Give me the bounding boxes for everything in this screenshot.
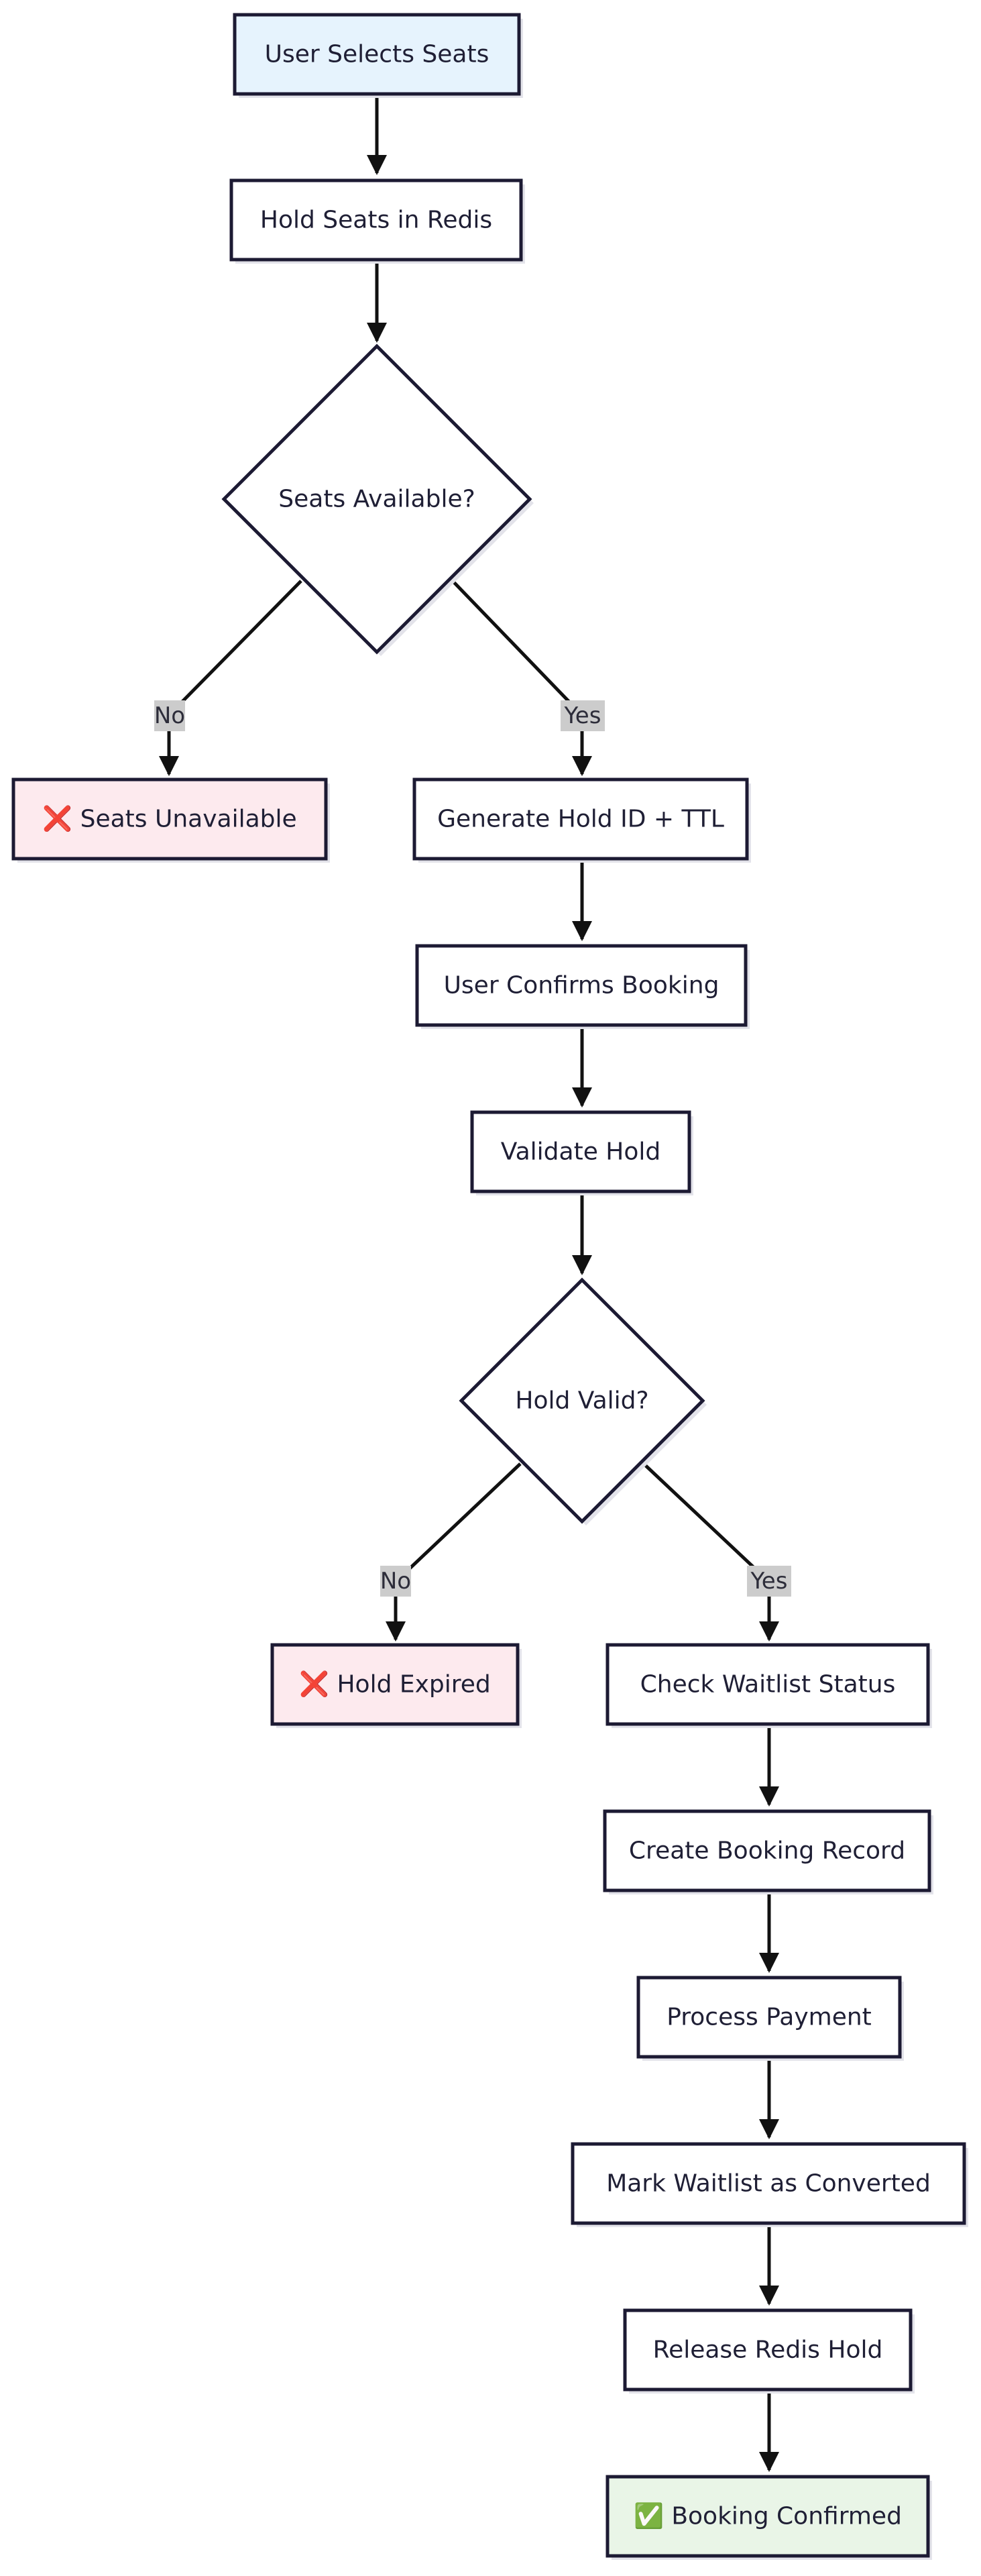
edge-label-seats-yes: Yes <box>561 700 605 731</box>
node-confirm-booking: User Confirms Booking <box>415 944 750 1029</box>
edge-label-seats-yes-text: Yes <box>564 702 601 729</box>
edge-label-hold-yes: Yes <box>747 1566 791 1597</box>
edge-available-yes <box>451 580 592 776</box>
node-check-waitlist-label: Check Waitlist Status <box>640 1671 896 1699</box>
node-create-record-label: Create Booking Record <box>629 1837 905 1865</box>
edge-label-seats-no: No <box>154 700 185 731</box>
edge-label-hold-no: No <box>380 1566 411 1597</box>
node-validate-hold-label: Validate Hold <box>501 1138 660 1166</box>
node-select-seats: User Selects Seats <box>233 13 523 98</box>
node-generate-hold-label: Generate Hold ID + TTL <box>437 806 724 833</box>
node-hold-seats: Hold Seats in Redis <box>229 178 525 264</box>
node-seats-unavailable: ❌ Seats Unavailable <box>11 777 330 863</box>
decision-hold-valid-label: Hold Valid? <box>515 1387 648 1415</box>
node-process-payment-label: Process Payment <box>667 2004 872 2031</box>
node-booking-confirmed: ✅ Booking Confirmed <box>605 2475 932 2560</box>
edge-valid-yes <box>642 1462 779 1642</box>
node-mark-waitlist: Mark Waitlist as Converted <box>571 2142 968 2227</box>
edge-label-hold-yes-text: Yes <box>750 1568 788 1595</box>
node-hold-seats-label: Hold Seats in Redis <box>260 207 492 234</box>
node-process-payment: Process Payment <box>636 1976 904 2061</box>
edge-available-no <box>159 580 302 776</box>
edge-label-seats-no-text: No <box>154 702 185 729</box>
node-hold-expired: ❌ Hold Expired <box>270 1643 522 1728</box>
node-mark-waitlist-label: Mark Waitlist as Converted <box>606 2170 931 2198</box>
node-hold-expired-label: ❌ Hold Expired <box>299 1670 491 1699</box>
nodes: User Selects Seats Hold Seats in Redis S… <box>11 13 968 2560</box>
edge-label-hold-no-text: No <box>380 1568 411 1595</box>
node-create-record: Create Booking Record <box>603 1809 933 1894</box>
node-release-hold: Release Redis Hold <box>623 2308 915 2394</box>
node-generate-hold: Generate Hold ID + TTL <box>412 777 751 863</box>
decision-hold-valid: Hold Valid? <box>459 1277 707 1525</box>
node-release-hold-label: Release Redis Hold <box>653 2337 883 2364</box>
node-validate-hold: Validate Hold <box>470 1110 693 1195</box>
node-seats-unavailable-label: ❌ Seats Unavailable <box>42 805 296 833</box>
node-check-waitlist: Check Waitlist Status <box>605 1643 932 1728</box>
edge-valid-no <box>386 1462 522 1642</box>
node-select-seats-label: User Selects Seats <box>265 41 489 68</box>
decision-seats-available-label: Seats Available? <box>278 486 475 513</box>
node-booking-confirmed-label: ✅ Booking Confirmed <box>634 2502 902 2530</box>
node-confirm-booking-label: User Confirms Booking <box>444 972 719 1000</box>
decision-seats-available: Seats Available? <box>221 343 534 656</box>
edge-labels: No Yes No Yes <box>154 700 791 1597</box>
